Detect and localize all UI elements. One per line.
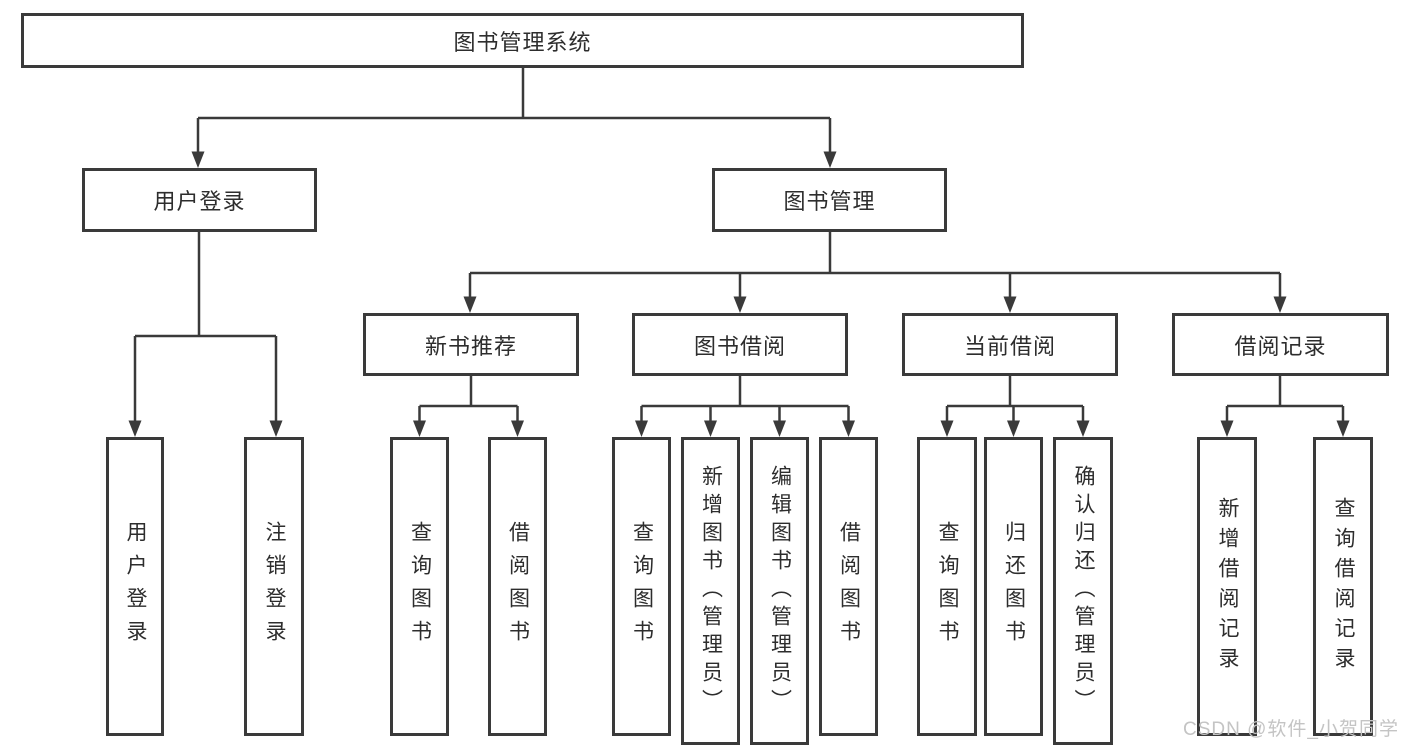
node-user-login-leaf: 用户登录	[106, 437, 164, 736]
node-borrow-books-recommend: 借阅图书	[488, 437, 547, 736]
node-confirm-return-admin: 确认归还（管理员）	[1053, 437, 1113, 745]
node-add-borrow-record: 新增借阅记录	[1197, 437, 1257, 736]
connector-paths	[133, 68, 1345, 421]
node-return-book: 归还图书	[984, 437, 1043, 736]
node-borrow-books-leaf: 借阅图书	[819, 437, 878, 736]
watermark-text: CSDN @软件_小贺同学	[1183, 719, 1399, 740]
arrowheads	[128, 151, 1350, 437]
node-add-book-admin: 新增图书（管理员）	[681, 437, 740, 745]
node-query-books-recommend: 查询图书	[390, 437, 449, 736]
node-book-borrow: 图书借阅	[632, 313, 848, 376]
node-logout: 注销登录	[244, 437, 304, 736]
node-library-management-system: 图书管理系统	[21, 13, 1024, 68]
node-borrow-records: 借阅记录	[1172, 313, 1389, 376]
node-user-login: 用户登录	[82, 168, 317, 232]
node-book-management: 图书管理	[712, 168, 947, 232]
node-edit-book-admin: 编辑图书（管理员）	[750, 437, 809, 745]
node-query-books-current: 查询图书	[917, 437, 977, 736]
node-new-book-recommend: 新书推荐	[363, 313, 579, 376]
node-query-books-borrow: 查询图书	[612, 437, 671, 736]
node-query-borrow-record: 查询借阅记录	[1313, 437, 1373, 736]
node-current-borrow: 当前借阅	[902, 313, 1118, 376]
